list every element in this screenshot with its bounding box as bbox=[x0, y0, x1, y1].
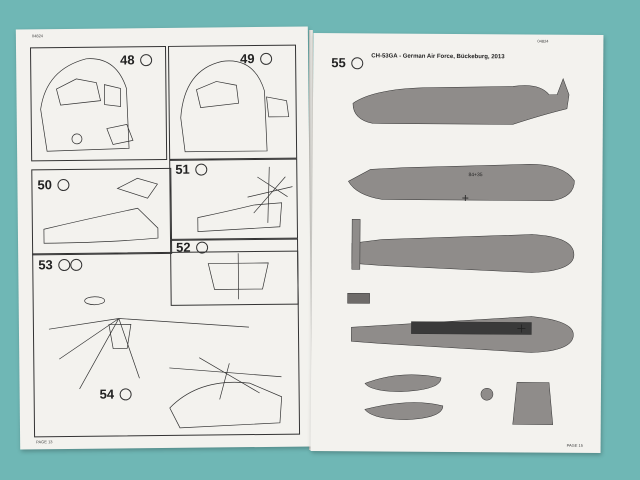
seat-part-48 bbox=[106, 123, 134, 145]
tail-boom-50 bbox=[43, 207, 159, 244]
sponson-part-lower bbox=[364, 402, 444, 420]
gauge-part-48 bbox=[71, 133, 83, 145]
left-page-line-drawings bbox=[40, 58, 293, 429]
tail-code-marking: 84+35 bbox=[468, 172, 483, 179]
side-view-right-profile bbox=[348, 164, 575, 201]
front-view-profile bbox=[512, 382, 554, 425]
book-spine bbox=[309, 30, 313, 450]
right-instruction-page: 04824 55 CH-53GA - German Air Force, Büc… bbox=[310, 32, 604, 454]
tail-rotor-blades-51 bbox=[247, 166, 293, 223]
rotor-head-52 bbox=[207, 253, 269, 300]
mirror-part-49 bbox=[266, 96, 290, 118]
main-rotor-blades-53 bbox=[48, 318, 249, 390]
tail-boom-51 bbox=[197, 202, 283, 233]
cross-marking-bottom bbox=[517, 324, 526, 333]
cockpit-windows-48 bbox=[56, 78, 121, 107]
cockpit-windows-49 bbox=[196, 81, 239, 108]
tail-rotor-hub-50 bbox=[116, 177, 159, 199]
top-view-tail bbox=[351, 219, 361, 270]
left-instruction-page: 04824 48 49 50 51 52 53 54 bbox=[15, 26, 313, 450]
left-page-number: PAGE 13 bbox=[36, 439, 53, 445]
rotor-cap-53 bbox=[84, 296, 106, 306]
side-view-left-profile bbox=[352, 78, 570, 125]
rotor-mast-53 bbox=[108, 323, 132, 349]
helicopter-body-54 bbox=[169, 382, 283, 429]
cockpit-nose-49 bbox=[180, 60, 268, 153]
sponson-part-upper bbox=[364, 374, 442, 392]
paint-scheme-views bbox=[347, 78, 575, 425]
round-part bbox=[480, 387, 494, 401]
cockpit-nose-48 bbox=[40, 58, 130, 152]
top-view-profile bbox=[351, 234, 575, 273]
cross-marking-side bbox=[462, 195, 469, 202]
bottom-view-sponson-band bbox=[411, 321, 532, 335]
helicopter-rotor-54 bbox=[169, 357, 282, 400]
right-page-number: PAGE 15 bbox=[566, 442, 583, 448]
decal-preview bbox=[347, 292, 370, 304]
